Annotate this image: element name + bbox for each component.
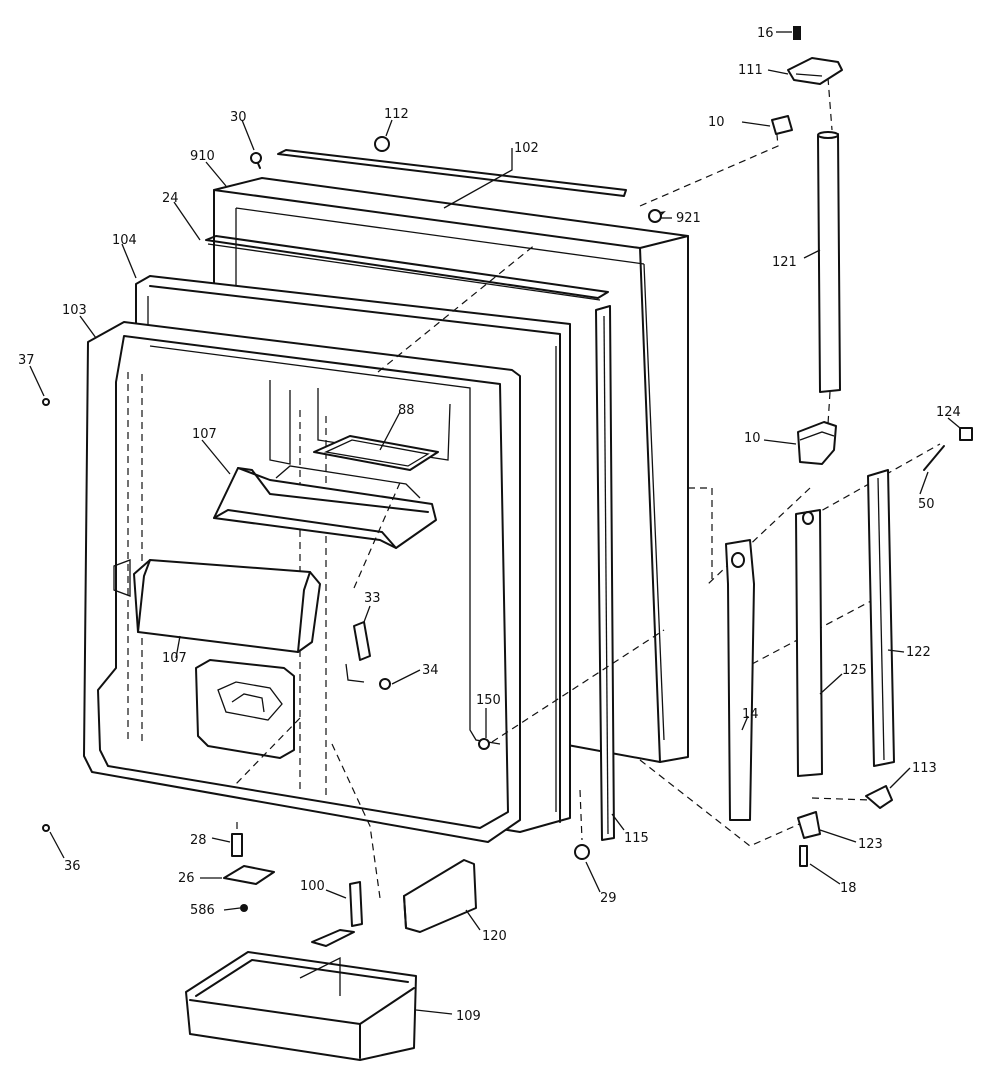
label-leaders	[29, 31, 961, 1015]
label-111: 111	[738, 63, 763, 78]
dispenser-cover	[313, 435, 439, 471]
label-28a: 28	[190, 833, 207, 848]
label-50: 50	[918, 497, 935, 512]
side-breaker-strip	[595, 305, 615, 841]
label-123: 123	[858, 837, 883, 852]
handle-bar	[795, 509, 823, 777]
gasket-strip	[205, 235, 609, 301]
label-121: 121	[772, 255, 797, 270]
actuator-switch	[345, 621, 371, 683]
bottom-parts	[42, 136, 666, 1061]
label-109: 109	[456, 1009, 481, 1024]
label-33: 33	[364, 591, 381, 606]
label-910: 910	[190, 149, 215, 164]
bottom-hinge	[797, 811, 821, 867]
hinge-bracket-113	[865, 785, 893, 809]
label-29: 29	[600, 891, 617, 906]
label-113: 113	[912, 761, 937, 776]
hinge-bushing-top	[771, 115, 793, 135]
label-112: 112	[384, 107, 409, 122]
label-10b: 10	[744, 431, 761, 446]
part-labels: 16 111 10 112 102 30 910 921 121 24 104 …	[18, 26, 961, 1024]
label-18: 18	[840, 881, 857, 896]
label-100: 100	[300, 879, 325, 894]
top-hinge-bracket	[787, 26, 843, 85]
label-124: 124	[936, 405, 961, 420]
label-115: 115	[624, 831, 649, 846]
label-921: 921	[676, 211, 701, 226]
label-125: 125	[842, 663, 867, 678]
label-10a: 10	[708, 115, 725, 130]
dispenser-opening	[195, 659, 295, 759]
handle-tube	[817, 131, 841, 393]
top-trim-strip	[277, 149, 627, 197]
label-103: 103	[62, 303, 87, 318]
hinge-bushing-lower	[797, 421, 837, 465]
handle-rail	[867, 469, 895, 767]
label-122: 122	[906, 645, 931, 660]
label-102: 102	[514, 141, 539, 156]
screw-top-right	[959, 427, 973, 441]
label-16a: 16	[757, 26, 774, 41]
door-shelf-lower	[113, 559, 321, 653]
label-150: 150	[476, 693, 501, 708]
label-107a: 107	[192, 427, 217, 442]
label-88: 88	[398, 403, 415, 418]
label-26: 26	[178, 871, 195, 886]
label-120: 120	[482, 929, 507, 944]
label-586: 586	[190, 903, 215, 918]
screw-50	[923, 445, 945, 471]
label-24: 24	[162, 191, 179, 206]
label-30: 30	[230, 110, 247, 125]
label-34: 34	[422, 663, 439, 678]
label-104: 104	[112, 233, 137, 248]
label-37: 37	[18, 353, 35, 368]
label-107b: 107	[162, 651, 187, 666]
handle-end-cap	[725, 539, 755, 821]
label-14: 14	[742, 707, 759, 722]
label-36: 36	[64, 859, 81, 874]
